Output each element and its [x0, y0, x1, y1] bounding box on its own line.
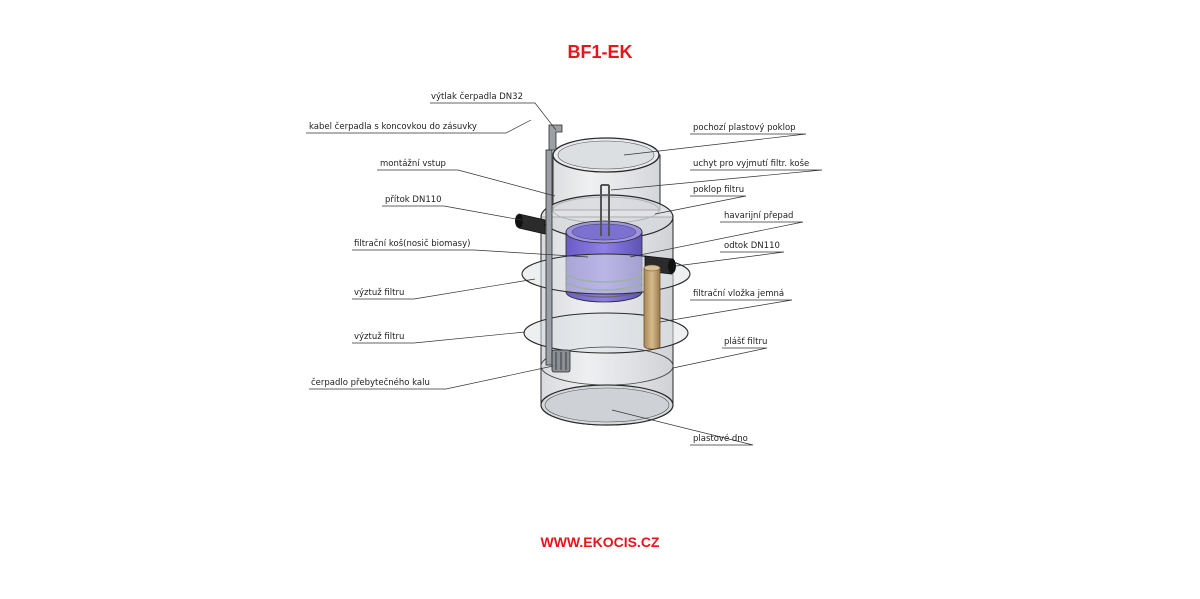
leader-cerpadlo: [309, 365, 554, 390]
leader-vyztuz1: [352, 278, 536, 300]
diagram-title: BF1-EK: [567, 42, 633, 62]
inlet-pipe: [515, 213, 546, 235]
website-link[interactable]: WWW.EKOCIS.CZ: [540, 534, 660, 550]
leader-pritok: [382, 205, 528, 222]
leader-montazni: [377, 169, 556, 197]
label-filter-lid: poklop filtru: [693, 185, 745, 195]
label-inlet: přítok DN110: [385, 195, 442, 205]
leader-havarijni: [629, 221, 804, 258]
leader-uchyt: [610, 169, 823, 191]
leader-vlozka: [659, 299, 793, 323]
leader-lines: [306, 102, 823, 446]
label-emergency-overflow: havarijní přepad: [724, 211, 794, 221]
label-outlet: odtok DN110: [724, 241, 780, 251]
leader-poklop: [623, 133, 807, 156]
label-fine-insert: filtrační vložka jemná: [693, 289, 785, 299]
leader-kabel: [306, 119, 532, 134]
sludge-pump: [551, 349, 571, 373]
leader-kos: [352, 249, 589, 258]
label-filter-shell: plášť filtru: [724, 337, 768, 347]
leader-vyztuz2: [352, 331, 526, 344]
label-pump-cable: kabel čerpadla s koncovkou do zásuvky: [309, 122, 477, 132]
fine-filter-insert: [643, 264, 661, 350]
label-discharge-pipe: výtlak čerpadla DN32: [431, 92, 523, 102]
label-basket-handle: uchyt pro vyjmutí filtr. koše: [693, 159, 810, 169]
label-reinforcement-lower: výztuž filtru: [354, 332, 405, 342]
basket-handle: [600, 184, 610, 236]
plastic-bottom: [540, 384, 674, 426]
leader-dno: [611, 409, 754, 446]
leader-odtok: [675, 251, 785, 267]
pump-discharge-pipe: [545, 124, 563, 366]
label-reinforcement-upper: výztuž filtru: [354, 288, 405, 298]
label-sludge-pump: čerpadlo přebytečného kalu: [311, 378, 430, 388]
leader-vytlak: [430, 102, 557, 131]
label-filter-basket: filtrační koš(nosič biomasy): [354, 239, 471, 249]
label-walkable-lid: pochozí plastový poklop: [693, 123, 796, 133]
leader-poklop-filtru: [654, 195, 747, 215]
label-plastic-bottom: plastové dno: [693, 434, 748, 444]
label-service-entry: montážní vstup: [380, 159, 446, 169]
leader-plast: [672, 347, 768, 369]
